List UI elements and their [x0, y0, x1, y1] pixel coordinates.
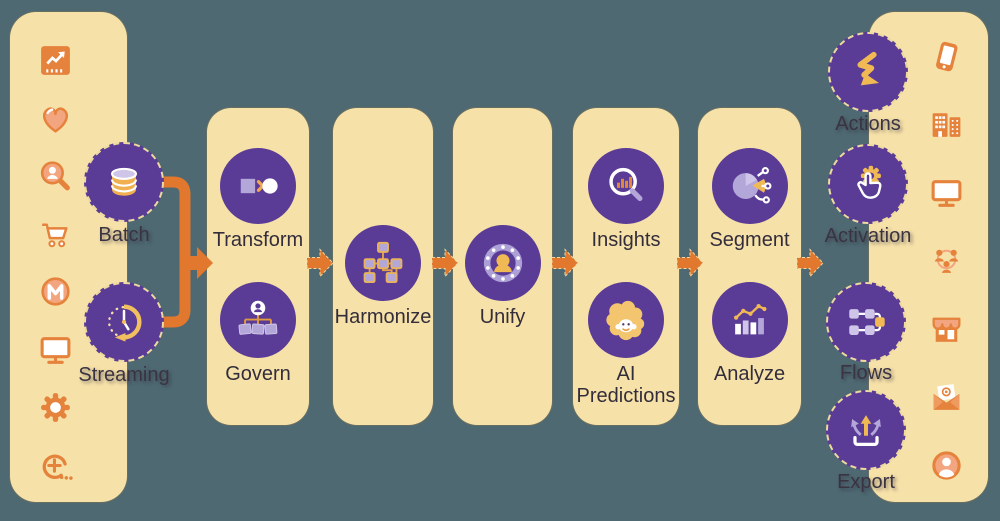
streaming-node [84, 282, 164, 362]
actions-node [828, 32, 908, 112]
govern-label: Govern [225, 363, 291, 385]
buildings-icon [928, 106, 965, 143]
ai-predictions-node [588, 282, 664, 358]
gear-icon [37, 389, 74, 426]
column-unify: Unify [453, 108, 552, 425]
harmonize-node [345, 225, 421, 301]
export-node [826, 390, 906, 470]
analyze-label: Analyze [713, 363, 786, 385]
segment-node [711, 148, 788, 224]
email-at-icon [928, 379, 965, 416]
analyze-icon [727, 297, 773, 343]
sources-panel [10, 12, 127, 502]
lightning-icon [845, 49, 891, 95]
segment-icon [727, 163, 773, 209]
unify-label: Unify [479, 306, 526, 328]
export-arrows-icon [843, 407, 889, 453]
unify-icon [480, 240, 526, 286]
insights-icon [603, 163, 649, 209]
mulesoft-icon [37, 273, 74, 310]
flow-arrow [552, 248, 579, 278]
flows-label: Flows [839, 362, 893, 384]
transform-node [220, 148, 296, 224]
insights-label: Insights [591, 229, 661, 251]
actions-label: Actions [835, 113, 901, 135]
activation-label: Activation [824, 225, 912, 247]
flow-arrow [432, 248, 459, 278]
flow-arrow [307, 248, 334, 278]
govern-node [220, 282, 296, 358]
transform-icon [235, 163, 281, 209]
streaming-label: Streaming [78, 364, 170, 386]
performance-chart-icon [37, 42, 74, 79]
flow-arrow [797, 248, 824, 278]
harmonize-label: Harmonize [334, 306, 432, 328]
flow-arrow [677, 248, 704, 278]
streaming-clock-icon [101, 299, 147, 345]
harmonize-icon [360, 240, 406, 286]
heart-icon [37, 100, 74, 137]
govern-icon [235, 297, 281, 343]
activation-hand-icon [845, 161, 891, 207]
more-options-icon [37, 447, 74, 484]
segment-label: Segment [709, 229, 790, 251]
unify-node [464, 225, 541, 301]
shopping-cart-icon [37, 216, 74, 253]
column-insights-predictions: Insights [573, 108, 679, 425]
desktop-icon [928, 174, 965, 211]
desktop-icon [37, 331, 74, 368]
batch-label: Batch [98, 224, 150, 246]
export-label: Export [837, 471, 895, 493]
ai-predictions-label: AI Predictions [576, 363, 676, 407]
activation-node [828, 144, 908, 224]
people-group-icon [928, 242, 965, 279]
column-transform-govern: Transform [207, 108, 309, 425]
person-avatar-icon [928, 447, 965, 484]
batch-node [84, 142, 164, 222]
database-icon [101, 159, 147, 205]
flows-node [826, 282, 906, 362]
column-harmonize: Harmonize [333, 108, 433, 425]
column-segment-analyze: Segment A [698, 108, 801, 425]
smartphone-icon [928, 38, 965, 75]
transform-label: Transform [212, 229, 304, 251]
ingest-connector [146, 176, 213, 328]
analyze-node [711, 282, 788, 358]
storefront-icon [928, 311, 965, 348]
einstein-icon [603, 297, 649, 343]
insights-node [588, 148, 664, 224]
person-search-icon [37, 158, 74, 195]
flow-nodes-icon [843, 299, 889, 345]
